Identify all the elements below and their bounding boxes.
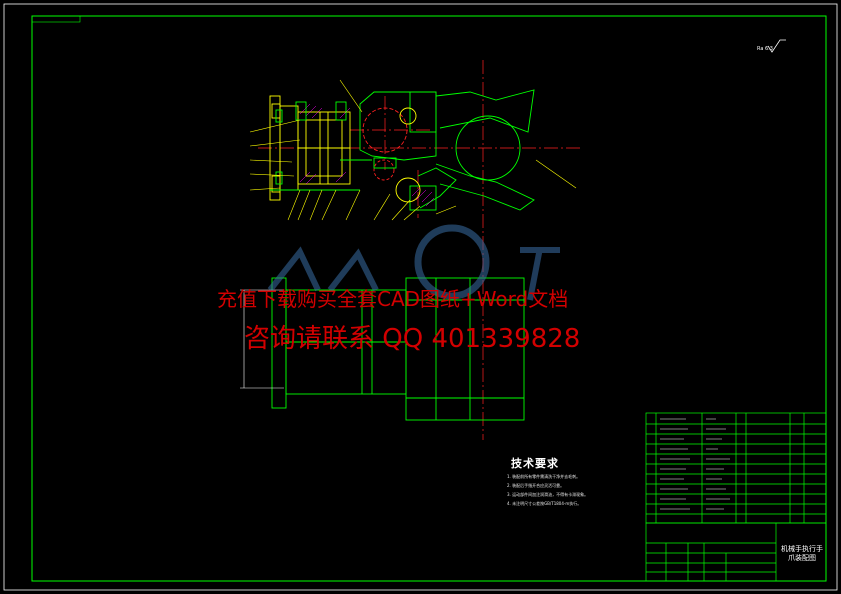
gripper-jaws — [409, 89, 535, 211]
gripped-workpiece — [455, 115, 521, 181]
side-view-dimension — [240, 289, 284, 389]
roughness-symbol: Ra 6.3 — [757, 39, 786, 53]
watermark-text-line1: 充值下载购买全套CAD图纸+Word文档 — [217, 287, 569, 311]
leader-lines — [249, 79, 577, 221]
technical-requirement-item: 4. 未注明尺寸公差按GB/T1804-m执行。 — [507, 501, 582, 506]
outer-sheet-border — [3, 3, 838, 591]
technical-requirement-item: 3. 运动部件间加注润滑油，不得有卡滞现象。 — [507, 492, 589, 497]
technical-requirement-item: 2. 装配后手指开合应灵活可靠。 — [507, 483, 565, 488]
drawing-name: 机械手执行手爪装配图 — [781, 545, 823, 562]
cylinder-green-details — [270, 101, 372, 191]
title-block — [645, 522, 827, 582]
drawing-frame — [31, 15, 827, 582]
watermark-logo — [267, 224, 560, 301]
cylinder-assembly — [269, 95, 351, 201]
technical-requirement-item: 1. 装配前所有零件需清洗干净并去毛刺。 — [507, 474, 581, 479]
technical-requirements: 技术要求 1. 装配前所有零件需清洗干净并去毛刺。 2. 装配后手指开合应灵活可… — [507, 455, 647, 507]
parts-list-entries — [660, 418, 730, 510]
roughness-label: Ra 6.3 — [757, 46, 773, 52]
lower-gear — [373, 157, 421, 203]
parts-list-table — [645, 412, 827, 524]
watermark-text-line2: 咨询请联系 QQ 401339828 — [244, 324, 581, 354]
gear-housing — [359, 91, 437, 161]
jaw-hatching — [411, 187, 435, 207]
cylinder-hatching — [299, 103, 351, 185]
technical-requirements-title: 技术要求 — [511, 457, 559, 470]
